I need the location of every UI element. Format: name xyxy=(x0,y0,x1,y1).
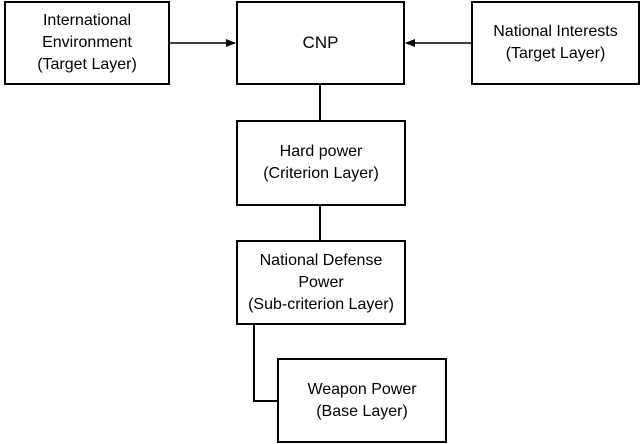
hard-power-label: Hard power (Criterion Layer) xyxy=(263,141,379,185)
national-defense-power-line2: Power xyxy=(298,273,344,291)
cnp-label: CNP xyxy=(302,33,339,52)
national-defense-power-line3: (Sub-criterion Layer) xyxy=(248,295,394,313)
hard-power-line1: Hard power xyxy=(279,143,363,160)
weapon-power-line2: (Base Layer) xyxy=(316,402,408,420)
weapon-power-box: Weapon Power (Base Layer) xyxy=(277,358,447,443)
hard-power-line2: (Criterion Layer) xyxy=(263,165,379,182)
international-environment-line2: Environment xyxy=(42,34,132,51)
international-environment-line3: (Target Layer) xyxy=(37,56,137,73)
weapon-power-label: Weapon Power (Base Layer) xyxy=(307,379,416,423)
national-interests-line1: National Interests xyxy=(493,23,618,40)
connector-defense-to-weapon xyxy=(253,325,277,402)
international-environment-line1: International xyxy=(42,12,132,29)
national-interests-box: National Interests (Target Layer) xyxy=(471,1,640,85)
national-defense-power-line1: National Defense xyxy=(259,251,383,269)
hard-power-box: Hard power (Criterion Layer) xyxy=(236,120,406,206)
national-interests-label: National Interests (Target Layer) xyxy=(493,21,618,65)
national-interests-line2: (Target Layer) xyxy=(505,45,606,62)
weapon-power-line1: Weapon Power xyxy=(307,380,417,398)
cnp-box: CNP xyxy=(236,1,405,85)
